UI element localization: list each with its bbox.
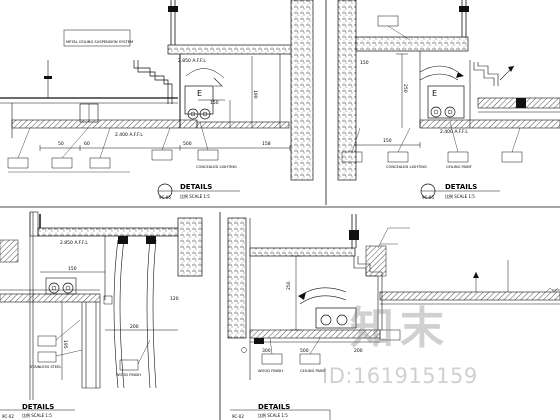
panel-1-dim-190: 190 bbox=[252, 90, 258, 99]
panel-3-subtitle: 比例 SCALE 1:5 bbox=[22, 412, 52, 418]
panel-2-note-paint: CEILING PAINT bbox=[446, 165, 473, 169]
panel-2-dim-150: 150 bbox=[383, 138, 392, 144]
svg-text:E: E bbox=[432, 89, 437, 98]
panel-4-subtitle: 比例 SCALE 1:5 bbox=[258, 412, 288, 418]
panel-2-note-lighting: CONCEALED LIGHTING bbox=[386, 165, 427, 169]
panel-1-dim-150: 150 bbox=[210, 100, 219, 106]
panel-1-dim-top: 2.850 A.F.F.L bbox=[178, 58, 206, 64]
panel-2-dim-mid: 2.400 A.F.F.L bbox=[440, 129, 468, 135]
panel-2-dim-250: 250 bbox=[402, 84, 408, 93]
panel-1-section-code: 9C-05 bbox=[159, 195, 171, 200]
panel-1-note-lighting: CONCEALED LIGHTING bbox=[196, 165, 237, 169]
panel-1-dim-bottom: 2.400 A.F.F.L bbox=[115, 132, 143, 138]
panel-4-section-code: 9C-02 bbox=[232, 414, 244, 419]
panel-2-subtitle: 比例 SCALE 1:5 bbox=[445, 193, 475, 199]
panel-1-dim-500: 500 bbox=[183, 141, 192, 147]
panel-3-dim-200: 200 bbox=[130, 324, 139, 330]
panel-3-title: DETAILS bbox=[22, 403, 54, 411]
panel-1-dim-50: 50 bbox=[58, 141, 64, 147]
panel-1-drawing: E bbox=[0, 0, 314, 199]
panel-4-dim-300: 300 bbox=[262, 348, 271, 354]
panel-3-note-steel: STAINLESS STEEL bbox=[30, 365, 61, 369]
panel-3-section-code: 9C-02 bbox=[2, 414, 14, 419]
panel-3-drawing bbox=[0, 211, 203, 411]
panel-4-dim-200: 200 bbox=[354, 348, 363, 354]
panel-3-note-wood: WOOD FINISH bbox=[116, 373, 141, 377]
panel-1-note-suspension: METAL CEILING SUSPENSION SYSTEM bbox=[66, 40, 133, 44]
panel-2-title: DETAILS bbox=[445, 183, 477, 191]
panel-4-note-wood: WOOD FINISH bbox=[258, 369, 283, 373]
panel-2-section-code: 9C-05 bbox=[422, 195, 434, 200]
panel-3-dim-195: 195 bbox=[62, 340, 68, 349]
panel-4-title: DETAILS bbox=[258, 403, 290, 411]
panel-1-dim-158: 158 bbox=[262, 141, 271, 147]
panel-4-dim-500: 500 bbox=[300, 348, 309, 354]
panel-1-title: DETAILS bbox=[180, 183, 212, 191]
panel-3-dim-top: 2.850 A.F.F.L bbox=[60, 240, 88, 246]
panel-3-dim-120: 120 bbox=[170, 296, 179, 302]
svg-text:E: E bbox=[197, 89, 202, 98]
panel-4-dim-250: 250 bbox=[286, 281, 292, 290]
panel-3-dim-150: 150 bbox=[68, 266, 77, 272]
panel-1-dim-60: 60 bbox=[84, 141, 90, 147]
panel-2-drawing: E bbox=[337, 0, 560, 199]
panel-4-note-paint: CEILING PAINT bbox=[300, 369, 327, 373]
panel-2-dim-top: 150 bbox=[360, 60, 369, 66]
panel-4-drawing bbox=[227, 214, 560, 420]
panel-1-subtitle: 比例 SCALE 1:5 bbox=[180, 193, 210, 199]
